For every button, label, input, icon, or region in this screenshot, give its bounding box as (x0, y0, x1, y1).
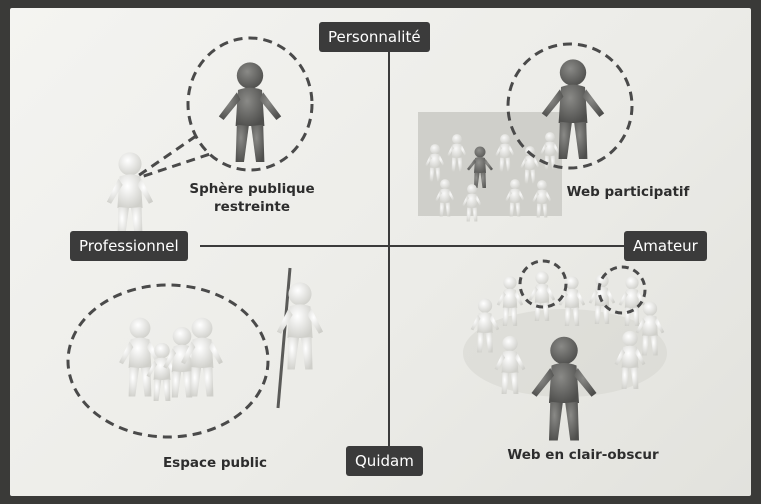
caption-espace-public: Espace public (162, 455, 268, 471)
diagram-sheet: Personnalité Professionnel Amateur Quida… (10, 8, 751, 496)
circle-of-figures-icon (463, 259, 667, 441)
axis-label-amateur: Amateur (624, 231, 707, 261)
diagram-illustration (66, 34, 667, 456)
spotlight-figure-icon (106, 36, 314, 240)
axis-label-professionnel: Professionnel (70, 231, 188, 261)
caption-line-2: restreinte (214, 199, 290, 215)
crowd-highlight-icon (418, 42, 634, 222)
caption-line-1: Sphère publique (189, 181, 315, 197)
caption-web-participatif: Web participatif (566, 184, 690, 200)
family-group-icon (66, 267, 324, 439)
axis-label-personnalite: Personnalité (319, 22, 430, 52)
caption-web-clair-obscur: Web en clair-obscur (507, 447, 659, 463)
caption-sphere-publique: Sphère publique restreinte (182, 180, 322, 216)
axis-label-quidam: Quidam (346, 446, 423, 476)
